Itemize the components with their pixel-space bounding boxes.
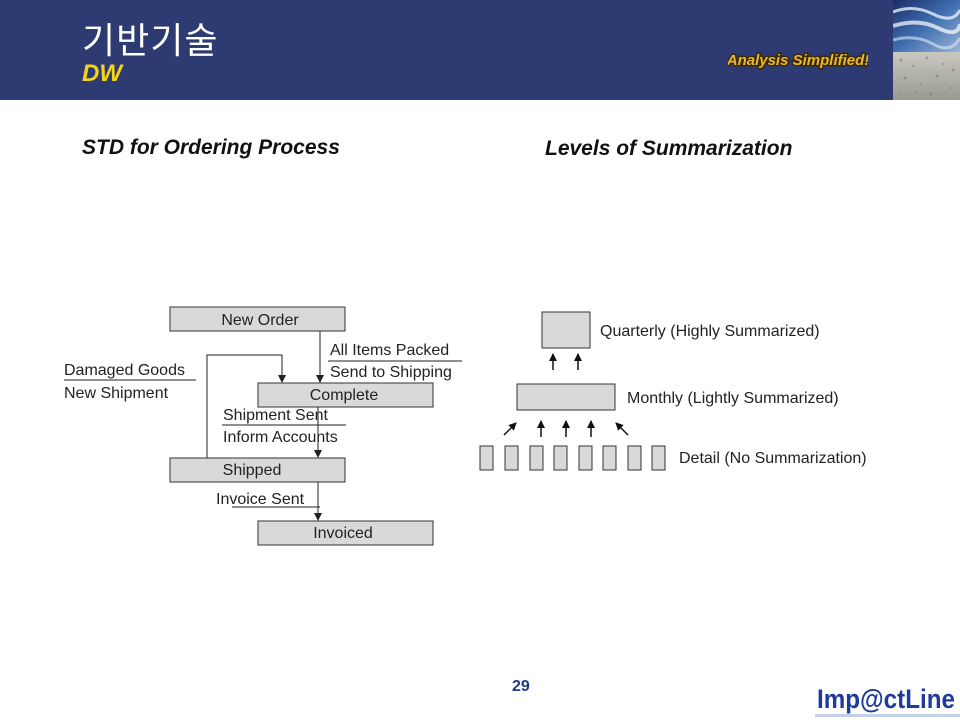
quarterly-label: Quarterly (Highly Summarized) <box>600 323 820 340</box>
detail-box <box>479 445 494 471</box>
state-complete: Complete <box>257 382 434 408</box>
monthly-box <box>516 383 616 411</box>
state-new-order: New Order <box>169 306 346 332</box>
detail-boxes <box>479 445 666 471</box>
header-photo <box>893 0 960 100</box>
rollup-arrow <box>503 422 517 436</box>
transition-label: Inform Accounts <box>223 429 338 446</box>
std-section-title: STD for Ordering Process <box>82 136 340 159</box>
state-invoiced: Invoiced <box>257 520 434 546</box>
transition-label: Send to Shipping <box>330 364 452 381</box>
loopback-arrow <box>206 354 286 458</box>
page-number: 29 <box>512 678 530 695</box>
transition-label: Damaged Goods <box>64 362 185 379</box>
transition-label: New Shipment <box>64 385 169 402</box>
logo-text: Imp@ctLine <box>817 684 955 714</box>
tagline-text: Analysis Simplified! <box>728 52 868 69</box>
detail-box <box>553 445 568 471</box>
detail-box <box>627 445 642 471</box>
state-label: Complete <box>310 387 379 404</box>
detail-box <box>529 445 544 471</box>
monthly-label: Monthly (Lightly Summarized) <box>627 390 839 407</box>
state-shipped: Shipped <box>169 457 346 483</box>
detail-box <box>651 445 666 471</box>
transition-label: All Items Packed <box>330 342 449 359</box>
quarterly-box <box>541 311 591 349</box>
detail-label: Detail (No Summarization) <box>679 450 867 467</box>
detail-box <box>602 445 617 471</box>
state-label: Invoiced <box>313 525 373 542</box>
slide-title-english: DW <box>82 60 122 87</box>
detail-box <box>504 445 519 471</box>
header-banner: 기반기술 DW Analysis Simplified! Analysis Si… <box>0 0 960 100</box>
slide-title-korean: 기반기술 <box>82 21 219 62</box>
state-label: New Order <box>221 312 299 329</box>
transition-label: Shipment Sent <box>223 407 329 424</box>
tagline-text-shadow: Analysis Simplified! <box>728 52 868 69</box>
detail-box <box>578 445 593 471</box>
impactline-logo: Imp@ctLine <box>815 684 960 717</box>
rollup-arrow <box>615 422 629 436</box>
tagline-logo: Analysis Simplified! Analysis Simplified… <box>728 51 868 71</box>
summarization-section-title: Levels of Summarization <box>545 137 793 160</box>
transition-label: Invoice Sent <box>216 491 305 508</box>
state-label: Shipped <box>223 462 282 479</box>
